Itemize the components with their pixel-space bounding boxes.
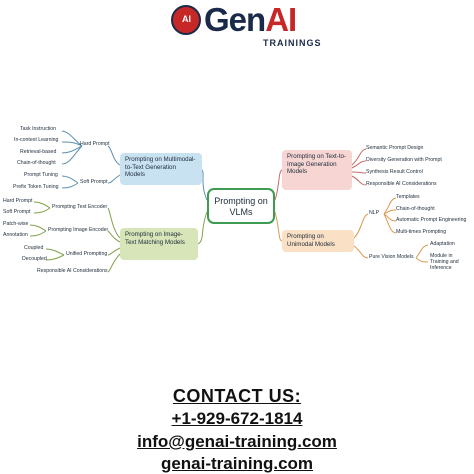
leaf-module-training-inference: Module in Training and Inference [430,253,459,271]
leaf-multi-times-prompting: Multi-times Prompting [396,229,447,235]
leaf-responsible-ai-tr: Responsible AI Considerations [366,181,437,187]
group-pure-vision-models: Pure Vision Models [369,254,414,260]
connector-center-bl [197,211,208,245]
mindmap-center-node: Prompting on VLMs [207,188,275,224]
contact-website-link[interactable]: genai-training.com [160,454,314,473]
leaf-retrieval-based: Retrieval-based [20,149,57,155]
group-soft-prompt: Soft Prompt [80,179,108,185]
leaf-diversity-generation: Diversity Generation with Prompt [366,157,442,163]
leaf-chain-of-thought-nlp: Chain-of-thought [396,206,435,212]
branch-image-text-matching: Prompting on Image-Text Matching Models [120,228,198,260]
logo-brand-part1: Gen [204,1,266,38]
contact-email-link[interactable]: info@genai-training.com [137,432,337,451]
leaf-templates: Templates [396,194,420,200]
leaf-soft-prompt: Soft Prompt [3,209,31,215]
branch-multimodal-to-text: Prompting on Multimodal-to-Text Generati… [120,153,202,185]
group-prompting-text-encoder: Prompting Text Encoder [52,204,108,210]
logo-wordmark: GenAI [204,0,297,40]
leaf-automatic-prompt-engineering: Automatic Prompt Engineering [396,217,467,223]
group-unified-prompting: Unified Prompting [66,251,108,257]
contact-phone-link[interactable]: +1-929-672-1814 [171,409,303,428]
leaf-synthesis-result-control: Synthesis Result Control [366,169,423,175]
leaf-adaptation: Adaptation [430,241,455,247]
leaf-decoupled: Decoupled [22,256,47,262]
connector-center-br [274,211,283,242]
branch-text-to-image: Prompting on Text-to-Image Generation Mo… [282,150,352,190]
leaf-chain-of-thought: Chain-of-thought [17,160,56,166]
leaf-prompt-tuning: Prompt Tuning [24,172,58,178]
leaf-in-context-learning: In-context Learning [14,137,59,143]
connector-center-tl [201,169,208,201]
leaf-annotation: Annotation [3,232,28,238]
group-nlp: NLP [369,210,380,216]
contact-title: CONTACT US: [172,386,302,406]
branch-unimodal: Prompting on Unimodal Models [282,230,354,252]
group-prompting-image-encoder: Prompting Image Encoder [48,227,109,233]
logo-brand-part2: AI [265,1,297,38]
logo-mark: AI [171,5,201,35]
leaf-task-instruction: Task Instruction [20,126,57,132]
logo-subtitle: TRAININGS [263,38,322,48]
leaf-coupled: Coupled [24,245,44,251]
leaf-responsible-ai-bl: Responsible AI Considerations [37,268,108,274]
leaf-semantic-prompt-design: Semantic Prompt Design [366,145,424,151]
leaf-patch-wise: Patch-wise [3,221,29,227]
connector-center-tr [274,169,283,201]
leaf-prefix-token-tuning: Prefix Token Tuning [13,184,59,190]
group-hard-prompt: Hard Prompt [80,141,110,147]
logo-mark-text: AI [182,14,191,24]
leaf-hard-prompt: Hard Prompt [3,198,33,204]
